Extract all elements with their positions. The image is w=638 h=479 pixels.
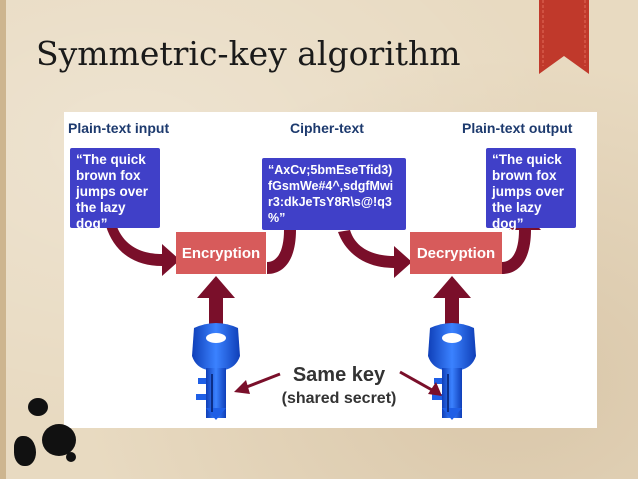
same-key-label: Same key [292, 364, 386, 386]
curved-arrow-icon [338, 230, 412, 278]
encryption-box: Encryption [176, 232, 266, 274]
curved-arrow-icon [106, 224, 180, 276]
shared-secret-label: (shared secret) [281, 390, 397, 407]
symmetric-key-diagram: Plain-text input Cipher-text Plain-text … [64, 112, 597, 428]
arrow-to-left-key [243, 372, 281, 390]
cipher-text-label: Cipher-text [290, 120, 364, 136]
ink-blot-decoration [42, 424, 76, 456]
key-icon [428, 323, 476, 420]
key-icon [192, 323, 240, 420]
ink-blot-decoration [14, 436, 36, 466]
arrow-head-left [234, 380, 250, 394]
ink-blot-decoration [28, 398, 48, 416]
arrow-to-right-key [399, 370, 433, 392]
cipher-text-box: “AxCv;5bmEseTfid3) fGsmWe#4^,sdgfMwi r3:… [262, 158, 406, 230]
ink-blot-decoration [66, 452, 76, 462]
plain-text-output-label: Plain-text output [462, 120, 573, 136]
slide-title: Symmetric-key algorithm [36, 34, 461, 73]
decryption-box: Decryption [410, 232, 502, 274]
bookmark-ribbon-icon [539, 0, 589, 74]
arrow-head-right [428, 382, 442, 396]
arrow-key-to-decryption [433, 276, 471, 326]
diagram-graphics [106, 212, 541, 420]
plain-text-input-label: Plain-text input [68, 120, 170, 136]
plain-text-output-box: “The quick brown fox jumps over the lazy… [486, 148, 576, 231]
arrow-key-to-encryption [197, 276, 235, 326]
plain-text-input-box: “The quick brown fox jumps over the lazy… [70, 148, 160, 231]
